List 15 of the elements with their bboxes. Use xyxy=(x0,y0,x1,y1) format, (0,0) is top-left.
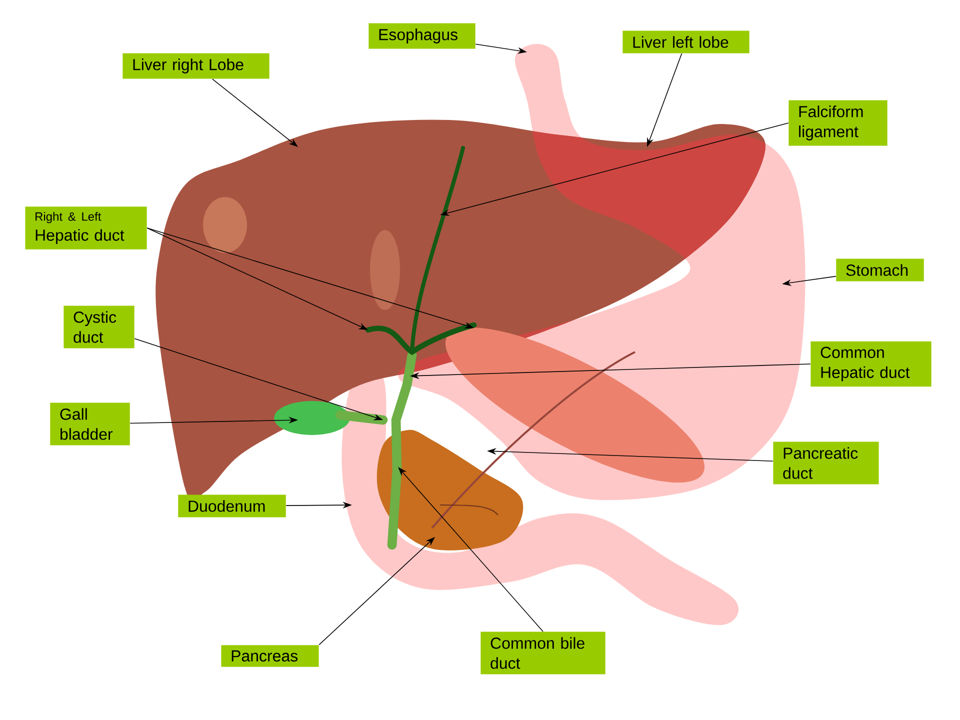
leader-line xyxy=(398,467,544,632)
label-box: Right & Left Hepatic duct xyxy=(25,206,147,250)
label-box: Pancreatic duct xyxy=(773,442,879,484)
label-box: Common Hepatic duct xyxy=(810,341,932,387)
label-box: Common bile duct xyxy=(480,632,606,674)
label-box: Pancreas xyxy=(221,645,319,667)
label-box: Falciform ligament xyxy=(788,100,888,146)
label-box: Cystic duct xyxy=(64,306,134,348)
leader-line xyxy=(318,537,435,646)
label-box: Duodenum xyxy=(178,494,286,518)
label-box: Liver right Lobe xyxy=(122,53,270,79)
label-box: Esophagus xyxy=(368,23,476,49)
label-box: Stomach xyxy=(836,258,924,282)
label-box: Gall bladder xyxy=(50,402,130,446)
label-box: Liver left lobe xyxy=(622,30,750,54)
